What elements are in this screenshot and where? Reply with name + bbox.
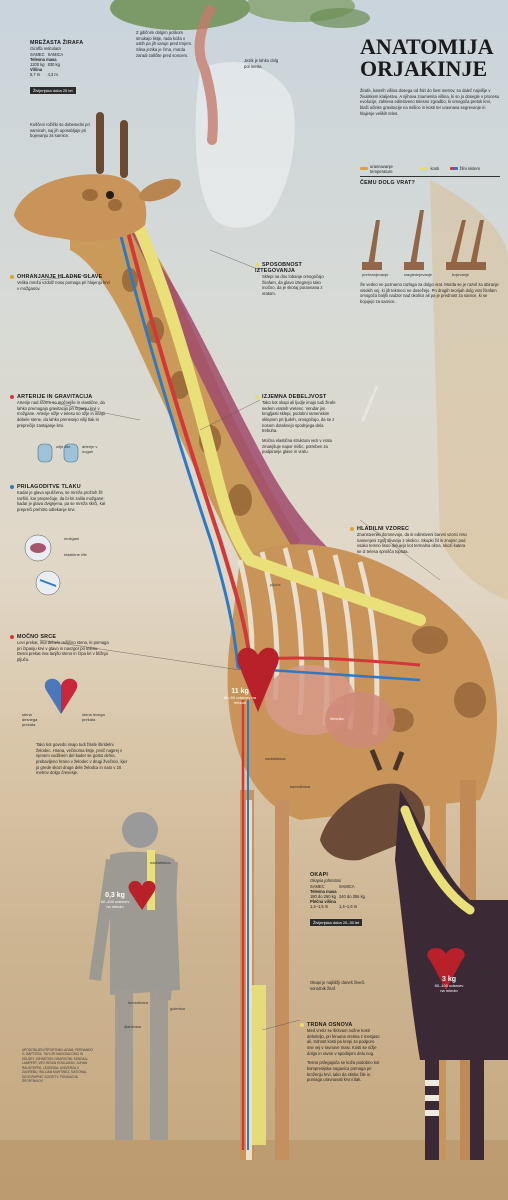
reticulated-name: MREŽASTA ŽIRAFA xyxy=(30,40,84,46)
arteries-label-legs: arterije v nogah xyxy=(82,444,98,454)
label-human-ulna: komolčnica xyxy=(128,1000,149,1005)
why-label-fighting: bojevanje xyxy=(452,272,470,277)
reticulated-facts: MREŽASTA ŽIRAFA Giraffa reticulata SAMEC… xyxy=(30,40,100,97)
legend: uravnavanje temperature kosti žilni sist… xyxy=(360,157,505,175)
why-text: Še vedno ne poznamo razloga za dolgo vra… xyxy=(360,282,499,305)
label-human-metacarpal: dlančnica xyxy=(124,1024,141,1029)
label-okapi-ulna: komolčnica xyxy=(474,994,495,999)
human-heart-stats: 0,3 kg 60–100 udarcev na minuto xyxy=(100,892,130,909)
callout-cooling-pattern: HLADILNI VZOREC Znanstveniki domnevajo, … xyxy=(350,526,470,555)
legend-swatch-icon xyxy=(420,167,429,170)
callout-digestion: Tako kot govedo imajo tudi žirafe štirid… xyxy=(36,742,128,776)
title-line-1: ANATOMIJA xyxy=(360,34,494,59)
heart-diagram-icon xyxy=(44,678,78,714)
label-ribs: pljuča xyxy=(270,582,281,587)
bone-dot-icon xyxy=(255,394,259,399)
pressure-label-vessels: elastične žile xyxy=(64,552,87,557)
okapi-heart-stats: 3 kg 80–100 udarcev na minuto xyxy=(434,976,464,993)
pressure-label-brain: možgani xyxy=(64,536,80,541)
temperature-dot-icon xyxy=(10,274,14,279)
label-tibia: golenica xyxy=(170,1006,185,1011)
callout-tongue-length: Jezik je lahko dolg pol metra. xyxy=(244,58,279,69)
temperature-dot-icon xyxy=(350,526,354,531)
label-human-humerus: nadlahtnica xyxy=(150,860,171,865)
vascular-dot-icon xyxy=(10,484,14,489)
why-label-feeding: prehranjevanje xyxy=(362,272,389,277)
label-okapi-humerus: nadlahtnica xyxy=(474,970,495,975)
okapi-latin: Okapia johnstoni xyxy=(310,878,342,883)
legend-item-temperature: uravnavanje temperature xyxy=(360,164,410,174)
callout-stretch: SPOSOBNOST IZTEGOVANJA Sklepi na dnu lob… xyxy=(255,262,324,297)
title-block: ANATOMIJA ORJAKINJE xyxy=(360,36,500,80)
legend-swatch-icon xyxy=(360,167,368,170)
callout-pressure: PRILAGODITVE TLAKU Kadar je glava spušče… xyxy=(10,484,110,513)
intro-text: Žirafe, katerih višina dosega od štiri d… xyxy=(360,88,500,116)
credits: UPODOBLJENI ŠPORTNIKI: ADAM; FERNANDO G.… xyxy=(22,1048,93,1084)
why-silhouettes xyxy=(362,210,486,270)
vascular-dot-icon xyxy=(10,634,14,639)
giraffe-heart-stats: 11 kg 60–90 udarcev na minuto xyxy=(223,688,257,705)
legend-swatch-icon xyxy=(449,167,458,170)
okapi-life: Življenjska doba 20–30 let xyxy=(310,918,363,926)
bone-dot-icon xyxy=(255,262,259,267)
pressure-diagram-icons xyxy=(24,534,61,596)
reticulated-life: Življenjska doba 25 let xyxy=(30,86,76,94)
heart-label-left: stena levega prekata xyxy=(82,712,105,722)
callout-heart: MOČNO SRCE Levi prekat, ima debelo mišič… xyxy=(10,634,110,663)
bone-dot-icon xyxy=(300,1022,304,1027)
human-illustration xyxy=(89,812,180,1140)
arteries-label-narrow: ožje žile xyxy=(56,444,71,449)
skull-xray xyxy=(194,5,295,228)
title-line-2: ORJAKINJE xyxy=(360,56,488,81)
legend-item-vascular: žilni sistem xyxy=(449,166,480,171)
why-heading: ČEMU DOLG VRAT? xyxy=(360,176,500,186)
label-stomach: želodec xyxy=(330,716,344,721)
callout-neck-vertebrae: IZJEMNA DEBELJVOST Tako kot okapi ali lj… xyxy=(255,394,337,455)
giraffe-illustration xyxy=(14,112,497,1160)
why-neck-section: ČEMU DOLG VRAT? xyxy=(360,176,500,186)
callout-ossicones: Koščeni rožički so dobesedni pri samicah… xyxy=(30,122,90,139)
okapi-name: OKAPI xyxy=(310,872,329,878)
label-humerus: nadlahtnica xyxy=(265,756,286,761)
reticulated-latin: Giraffa reticulata xyxy=(30,46,61,51)
legend-item-bones: kosti xyxy=(420,166,439,171)
callout-tongue: Z gibčnim dolgim jezikom smukajo listje,… xyxy=(136,30,193,58)
vascular-dot-icon xyxy=(10,394,14,399)
why-label-lookout: razglednjevanje xyxy=(404,272,433,277)
callout-cooling-head: OHRANJANJE HLADNE GLAVE Velika mreža vzd… xyxy=(10,274,110,291)
heart-label-right: stena desnega prekata xyxy=(22,712,38,727)
okapi-relation: Okapi je najbližji daneš živeči sorodnik… xyxy=(310,980,365,991)
okapi-illustration xyxy=(320,749,508,1160)
artery-cross-section-icons xyxy=(37,443,79,463)
callout-arteries: ARTERIJE IN GRAVITACIJA Arterije nad src… xyxy=(10,394,110,428)
callout-legs: TRDNA OSNOVA Med vretiz se širitvam nožn… xyxy=(300,1022,380,1083)
label-ulna: komolčnica xyxy=(290,784,311,789)
